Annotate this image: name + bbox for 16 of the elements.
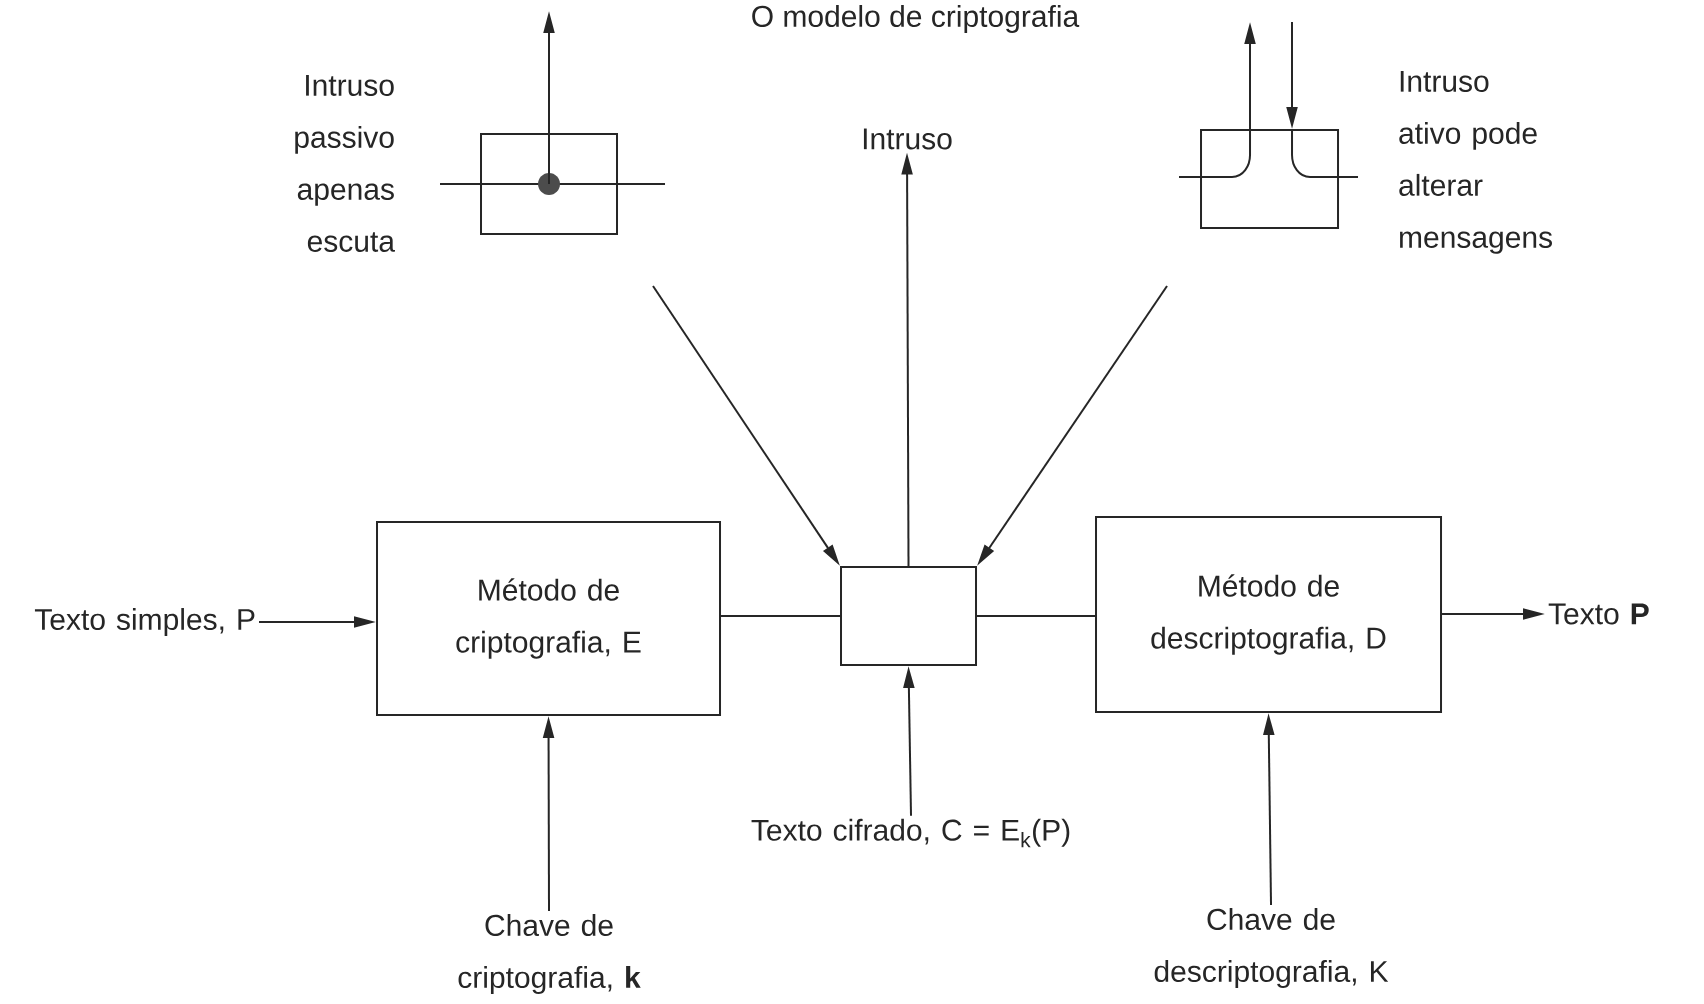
process-box bbox=[840, 566, 977, 666]
process-box bbox=[480, 133, 618, 235]
connector-line bbox=[720, 615, 841, 617]
label-text: Intruso passivo apenas escuta bbox=[295, 75, 395, 252]
process-box: Método de criptografia, E bbox=[376, 521, 721, 716]
label-text: Intruso ativo pode alterar mensagens bbox=[1399, 71, 1552, 254]
label-text: Intruso bbox=[863, 128, 952, 150]
connector-line bbox=[976, 615, 1096, 617]
title: O modelo de criptografia bbox=[752, 5, 1080, 33]
process-box bbox=[1200, 129, 1339, 229]
label-text: Texto P bbox=[1548, 603, 1649, 625]
label-text: Chave de criptografia, k bbox=[458, 914, 641, 994]
label-text: Texto cifrado, C = E$_{k}$(P) bbox=[751, 818, 1070, 848]
label-text: Chave de descriptografia, K bbox=[1154, 908, 1389, 988]
process-box: Método de descriptografia, D bbox=[1095, 516, 1442, 713]
label-text: Texto simples, P bbox=[34, 608, 255, 636]
